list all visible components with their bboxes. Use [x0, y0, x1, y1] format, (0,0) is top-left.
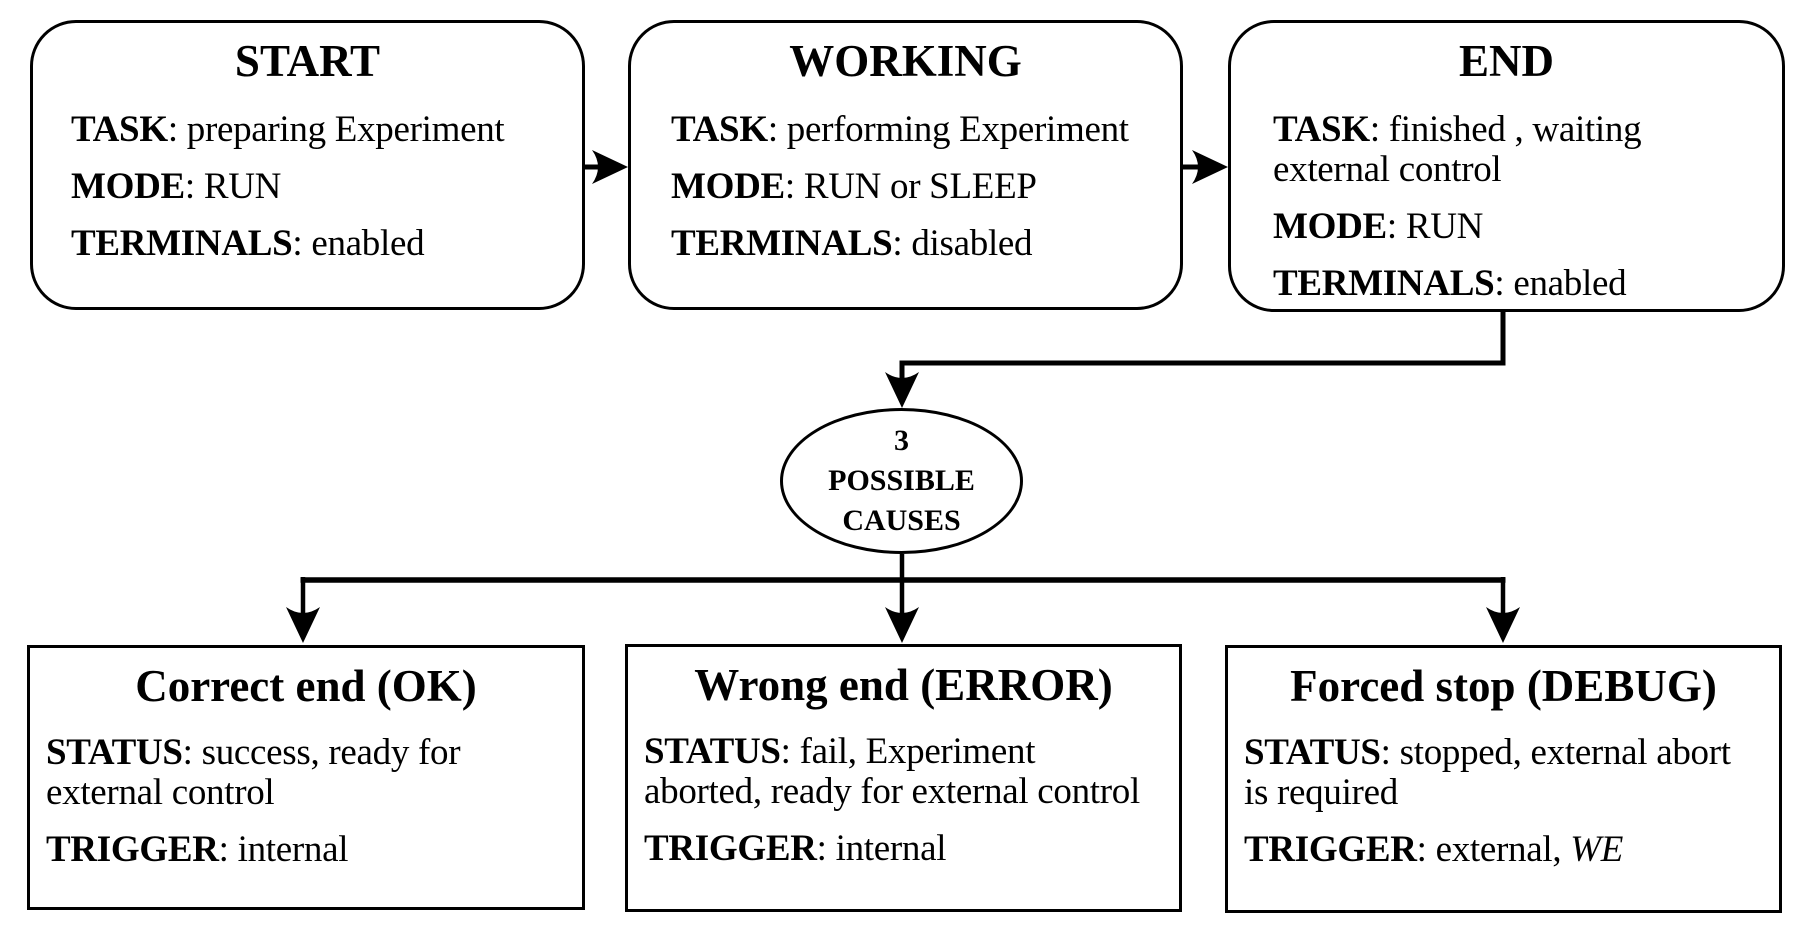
field-label: TRIGGER: [644, 828, 817, 869]
field-sep: :: [1380, 732, 1400, 773]
state-body: TASK: performing Experiment MODE: RUN or…: [631, 86, 1180, 264]
field-label: TASK: [1273, 109, 1370, 150]
state-box-start: START TASK: preparing Experiment MODE: R…: [30, 20, 585, 310]
arrowhead-into-ok: [286, 607, 320, 643]
field-label: STATUS: [46, 732, 183, 773]
causes-line-1: 3: [894, 424, 909, 457]
field-sep: :: [182, 732, 202, 773]
state-body: TASK: preparing Experiment MODE: RUN TER…: [33, 86, 582, 264]
arrowhead-into-working: [592, 150, 628, 184]
result-title: Correct end (OK): [135, 661, 477, 711]
result-body: STATUS: stopped, external abort is requi…: [1228, 711, 1779, 870]
state-box-working: WORKING TASK: performing Experiment MODE…: [628, 20, 1183, 310]
field-value-italic: WE: [1570, 829, 1624, 870]
field-value: disabled: [911, 223, 1033, 264]
field-label: MODE: [1273, 206, 1387, 247]
field-value: performing Experiment: [786, 109, 1129, 150]
field-sep: :: [780, 731, 800, 772]
field-label: TRIGGER: [1244, 829, 1417, 870]
field-sep: :: [1386, 206, 1406, 247]
field-sep: :: [167, 109, 187, 150]
causes-line-2: POSSIBLE: [828, 464, 975, 497]
field-value: success, ready for external control: [46, 732, 461, 813]
result-box-correct-end: Correct end (OK) STATUS: success, ready …: [27, 645, 585, 910]
result-body: STATUS: success, ready for external cont…: [30, 711, 582, 870]
field-terminals: TERMINALS: disabled: [671, 224, 1172, 264]
field-status: STATUS: stopped, external abort is requi…: [1244, 733, 1777, 813]
arrowhead-into-causes: [885, 372, 919, 408]
field-sep: :: [784, 166, 804, 207]
field-value: internal: [835, 828, 947, 869]
arrowhead-into-error: [885, 607, 919, 643]
field-value: enabled: [1513, 263, 1627, 304]
field-value: preparing Experiment: [186, 109, 505, 150]
arrowhead-into-debug: [1486, 607, 1520, 643]
edge-end-to-causes: [899, 312, 1506, 378]
result-title: Wrong end (ERROR): [694, 660, 1113, 710]
field-mode: MODE: RUN: [71, 167, 574, 207]
field-value: RUN: [203, 166, 282, 207]
field-label: MODE: [671, 166, 785, 207]
field-terminals: TERMINALS: enabled: [71, 224, 574, 264]
result-body: STATUS: fail, Experiment aborted, ready …: [628, 710, 1179, 869]
state-title: START: [234, 36, 381, 86]
field-value: fail, Experiment aborted, ready for exte…: [644, 731, 1140, 812]
field-trigger: TRIGGER: external, WE: [1244, 830, 1777, 870]
field-value: internal: [237, 829, 349, 870]
field-sep: :: [1416, 829, 1436, 870]
field-task: TASK: preparing Experiment: [71, 110, 574, 150]
result-box-wrong-end: Wrong end (ERROR) STATUS: fail, Experime…: [625, 644, 1182, 912]
field-terminals: TERMINALS: enabled: [1273, 264, 1776, 304]
field-task: TASK: finished , waiting external contro…: [1273, 110, 1776, 190]
field-trigger: TRIGGER: internal: [644, 829, 1177, 869]
causes-line-3: CAUSES: [842, 504, 961, 537]
field-label: TASK: [671, 109, 768, 150]
arrowhead-into-end: [1192, 150, 1228, 184]
field-value: finished , waiting external control: [1273, 109, 1642, 190]
field-status: STATUS: success, ready for external cont…: [46, 733, 580, 813]
field-mode: MODE: RUN or SLEEP: [671, 167, 1172, 207]
result-box-forced-stop: Forced stop (DEBUG) STATUS: stopped, ext…: [1225, 645, 1782, 913]
field-value: external,: [1435, 829, 1571, 870]
field-sep: :: [767, 109, 787, 150]
state-body: TASK: finished , waiting external contro…: [1231, 86, 1782, 304]
field-value: enabled: [311, 223, 425, 264]
field-label: TASK: [71, 109, 168, 150]
field-status: STATUS: fail, Experiment aborted, ready …: [644, 732, 1177, 812]
field-label: TERMINALS: [1273, 263, 1495, 304]
field-sep: :: [184, 166, 204, 207]
field-task: TASK: performing Experiment: [671, 110, 1172, 150]
field-value: RUN or SLEEP: [803, 166, 1037, 207]
field-label: STATUS: [1244, 732, 1381, 773]
field-label: TRIGGER: [46, 829, 219, 870]
state-title: WORKING: [789, 36, 1022, 86]
field-mode: MODE: RUN: [1273, 207, 1776, 247]
state-title: END: [1458, 36, 1554, 86]
field-sep: :: [1494, 263, 1514, 304]
field-label: STATUS: [644, 731, 781, 772]
field-sep: :: [816, 828, 836, 869]
field-label: MODE: [71, 166, 185, 207]
field-value: stopped, external abort is required: [1244, 732, 1731, 813]
field-label: TERMINALS: [71, 223, 293, 264]
field-label: TERMINALS: [671, 223, 893, 264]
causes-ellipse: 3 POSSIBLE CAUSES: [780, 408, 1023, 554]
field-sep: :: [892, 223, 912, 264]
field-trigger: TRIGGER: internal: [46, 830, 580, 870]
field-value: RUN: [1405, 206, 1484, 247]
state-box-end: END TASK: finished , waiting external co…: [1228, 20, 1785, 312]
field-sep: :: [292, 223, 312, 264]
field-sep: :: [1369, 109, 1389, 150]
result-title: Forced stop (DEBUG): [1290, 661, 1717, 711]
field-sep: :: [218, 829, 238, 870]
